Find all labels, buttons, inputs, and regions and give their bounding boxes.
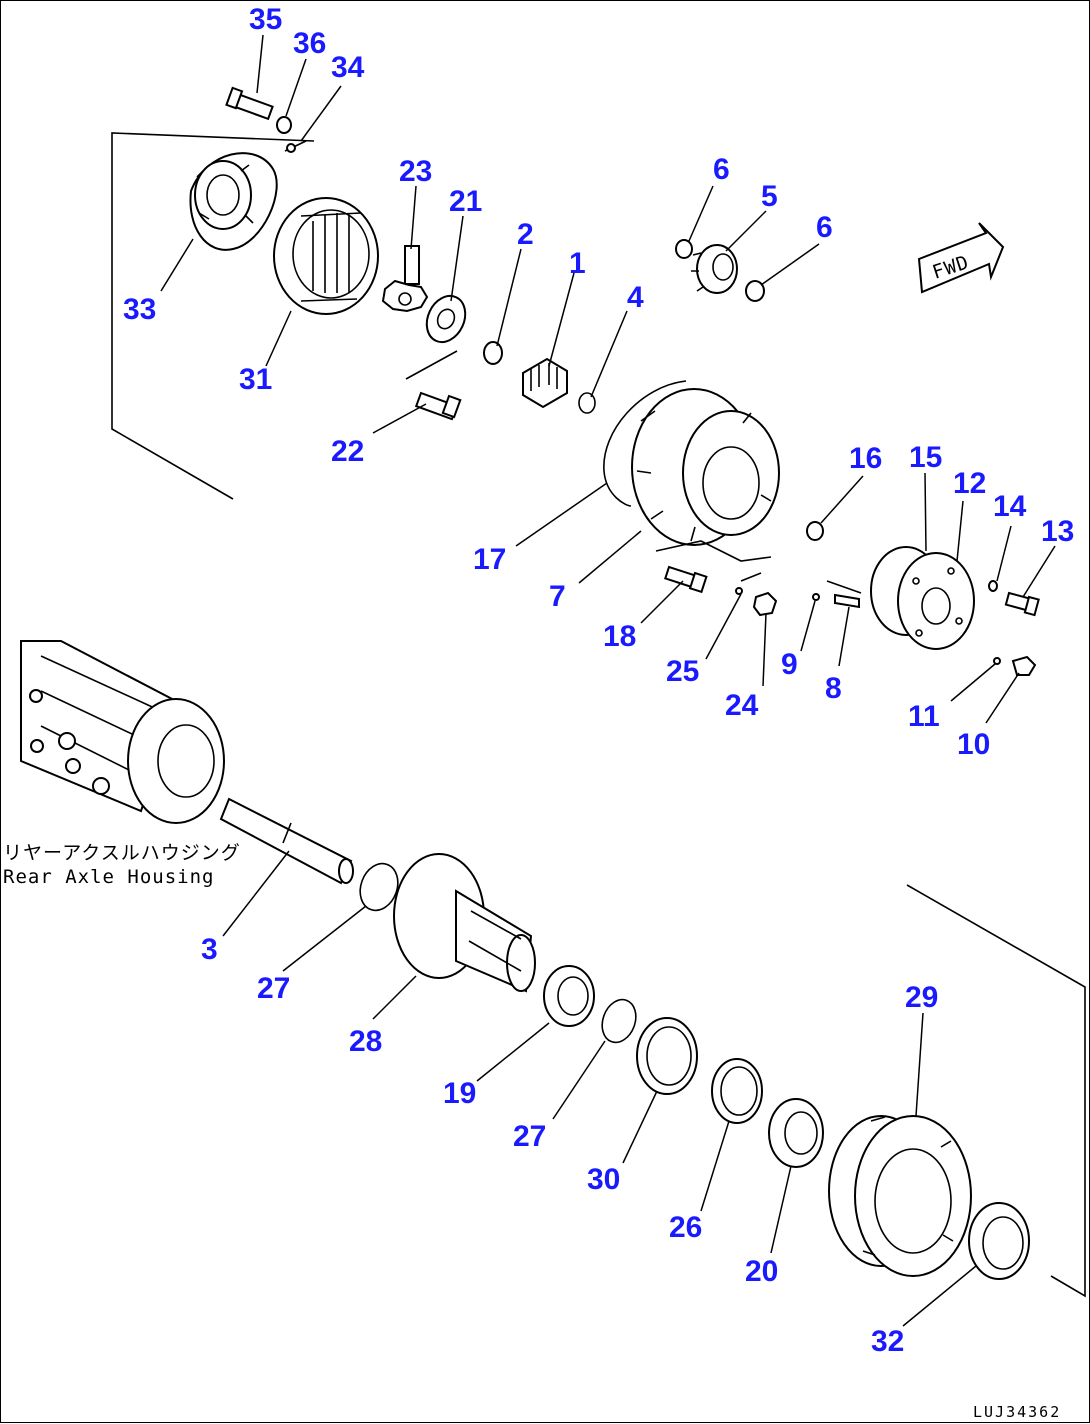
callout-32: 32 xyxy=(871,1325,904,1358)
callout-labels: 35 36 34 23 21 2 1 4 6 5 6 33 31 22 17 1… xyxy=(123,3,1074,1358)
hub-29 xyxy=(828,1115,972,1277)
callout-36: 36 xyxy=(293,27,326,60)
callout-14: 14 xyxy=(993,490,1027,523)
bearing-20 xyxy=(768,1098,824,1168)
guide-line-25 xyxy=(740,572,762,582)
callout-15: 15 xyxy=(909,441,942,474)
document-id: LUJ34362 xyxy=(973,1403,1061,1421)
callout-2: 2 xyxy=(517,218,534,251)
bolt-22 xyxy=(405,350,462,421)
callout-35: 35 xyxy=(249,3,282,36)
callout-34: 34 xyxy=(331,51,365,84)
carrier-33 xyxy=(189,152,278,251)
ring-gear-31 xyxy=(273,197,379,315)
bearing-1 xyxy=(522,357,568,409)
callout-31: 31 xyxy=(239,363,272,396)
washer-6-left xyxy=(675,239,693,259)
callout-27-lower: 27 xyxy=(513,1120,546,1153)
housing-label-en: Rear Axle Housing xyxy=(3,866,214,888)
callout-22: 22 xyxy=(331,435,364,468)
guide-line-18-24 xyxy=(655,540,772,562)
pin-8 xyxy=(834,593,860,609)
washer-14 xyxy=(988,580,998,592)
callout-30: 30 xyxy=(587,1163,620,1196)
bolt-18 xyxy=(664,565,708,594)
callout-6-left: 6 xyxy=(713,153,730,186)
plug-10 xyxy=(1011,655,1037,676)
callout-5: 5 xyxy=(761,180,778,213)
bolt-35 xyxy=(225,86,274,121)
lower-right-frame xyxy=(906,884,1086,1298)
callout-6-right: 6 xyxy=(816,211,833,244)
upper-left-frame xyxy=(111,132,315,500)
guide-line-8 xyxy=(826,580,862,594)
spindle-28 xyxy=(393,853,536,993)
plug-24 xyxy=(752,591,778,617)
fwd-arrow: FWD xyxy=(917,222,1005,294)
thrust-washer-21 xyxy=(425,294,467,344)
callout-10: 10 xyxy=(957,728,990,761)
callout-13: 13 xyxy=(1041,515,1074,548)
washer-6-right xyxy=(745,280,765,302)
callout-3: 3 xyxy=(201,933,218,966)
washer-36 xyxy=(276,116,292,134)
wheel-hub-7 xyxy=(631,388,780,546)
callout-25: 25 xyxy=(666,655,699,688)
callout-12: 12 xyxy=(953,467,986,500)
callout-27-upper: 27 xyxy=(257,972,290,1005)
callout-11: 11 xyxy=(908,700,940,733)
callout-8: 8 xyxy=(825,672,842,705)
plug-25 xyxy=(735,587,743,595)
callout-33: 33 xyxy=(123,293,156,326)
callout-23: 23 xyxy=(399,155,432,188)
callout-29: 29 xyxy=(905,981,938,1014)
o-ring-17 xyxy=(603,380,687,507)
callout-1: 1 xyxy=(569,247,586,280)
nut-16 xyxy=(806,521,824,541)
gear-5 xyxy=(691,244,738,294)
callout-20: 20 xyxy=(745,1255,778,1288)
callout-9: 9 xyxy=(781,648,798,681)
leader-lines xyxy=(160,34,1056,1327)
pin-9 xyxy=(812,593,820,601)
housing-label-jp: リヤーアクスルハウジング xyxy=(3,842,241,864)
rear-axle-housing xyxy=(20,640,225,824)
ring-30 xyxy=(636,1017,698,1095)
callout-21: 21 xyxy=(449,185,482,218)
callout-16: 16 xyxy=(849,442,882,475)
o-ring-27-lower xyxy=(601,998,637,1044)
callout-17: 17 xyxy=(473,543,506,576)
callout-19: 19 xyxy=(443,1077,476,1110)
seal-19 xyxy=(543,965,595,1027)
planet-gear-23 xyxy=(381,245,429,313)
pin-34 xyxy=(284,140,307,153)
cover-15-12 xyxy=(870,546,975,650)
snap-ring-4 xyxy=(578,392,596,414)
bolt-13 xyxy=(1004,591,1040,617)
bushing-2 xyxy=(483,341,503,365)
callout-26: 26 xyxy=(669,1211,702,1244)
nut-32 xyxy=(968,1202,1030,1280)
callout-24: 24 xyxy=(725,689,759,722)
callout-18: 18 xyxy=(603,620,636,653)
washer-11 xyxy=(993,657,1001,665)
callout-4: 4 xyxy=(627,281,644,314)
o-ring-27-upper xyxy=(359,862,399,912)
ring-26 xyxy=(711,1058,763,1124)
axle-shaft-3 xyxy=(219,797,354,885)
callout-28: 28 xyxy=(349,1025,382,1058)
callout-7: 7 xyxy=(549,580,566,613)
